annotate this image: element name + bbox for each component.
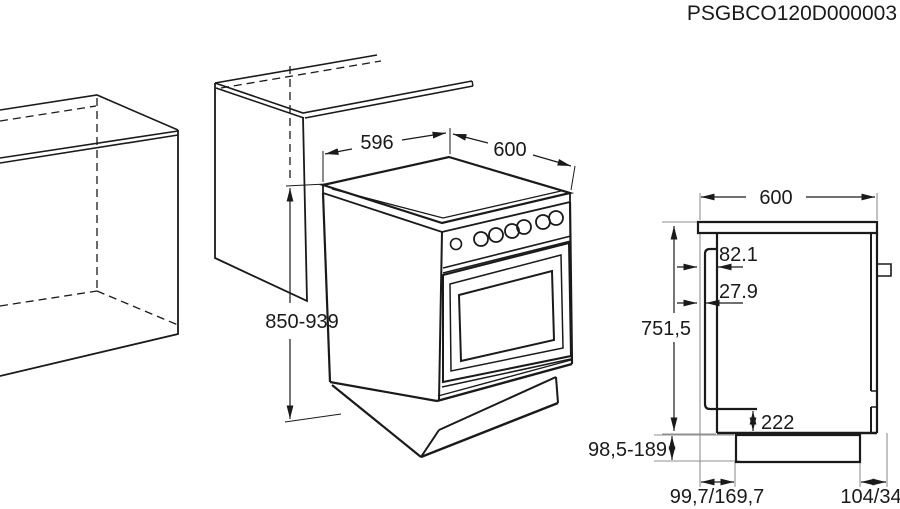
side-plinth bbox=[734, 433, 862, 464]
control-knob bbox=[473, 231, 489, 247]
oven-door bbox=[442, 241, 573, 384]
dim-body-height: 751,5 bbox=[641, 226, 691, 431]
worktop-slab bbox=[696, 220, 879, 235]
dim-iso-top-depth: 600 bbox=[449, 128, 576, 191]
oven-door-window bbox=[457, 269, 556, 363]
dim-label-lower-zone: 222 bbox=[761, 412, 794, 434]
dim-label-height-range: 850-939 bbox=[265, 311, 338, 333]
control-knob bbox=[535, 214, 551, 230]
dim-plinth-height: 98,5-189 bbox=[588, 436, 676, 461]
body-bottom-front-inner bbox=[437, 359, 572, 397]
door-profile bbox=[703, 247, 757, 411]
dim-front-offset: 82.1 bbox=[677, 244, 758, 271]
body-bottom-left-edge bbox=[329, 380, 438, 403]
dim-plinth-rear-recess: 104/34 bbox=[840, 478, 900, 508]
dim-label-side-depth: 600 bbox=[759, 187, 792, 209]
drawer-top-edge bbox=[441, 358, 572, 388]
body-bottom-front-edge bbox=[436, 362, 573, 403]
connection-tab bbox=[877, 263, 892, 277]
body-left-edge bbox=[321, 192, 332, 383]
dim-iso-height: 850-939 bbox=[265, 183, 342, 423]
body-right-edge bbox=[568, 201, 574, 365]
control-panel bbox=[442, 210, 572, 274]
dim-label-top-depth: 600 bbox=[493, 139, 526, 161]
dim-lower-zone: 222 bbox=[749, 411, 794, 434]
cooktop bbox=[318, 155, 575, 233]
plinth-base bbox=[331, 376, 559, 459]
base-cabinet-left bbox=[0, 94, 179, 377]
dim-label-plinth-front-recess: 99,7/169,7 bbox=[670, 486, 765, 508]
dim-door-offset: 27.9 bbox=[677, 281, 758, 307]
product-code: PSGBCO120D000003 bbox=[687, 2, 897, 25]
cooker-isometric bbox=[318, 155, 575, 459]
dim-label-plinth-height: 98,5-189 bbox=[588, 439, 667, 461]
base-cabinet-adjacent bbox=[214, 54, 474, 303]
dim-label-body-height: 751,5 bbox=[641, 318, 691, 340]
body-front-left-edge bbox=[438, 231, 443, 402]
dim-label-plinth-rear-recess: 104/34 bbox=[840, 486, 900, 508]
control-knob bbox=[548, 210, 564, 226]
control-knob bbox=[449, 237, 463, 251]
dim-label-top-width: 596 bbox=[360, 132, 393, 154]
dim-label-front-offset: 82.1 bbox=[719, 244, 758, 266]
control-knob bbox=[488, 227, 504, 243]
dim-iso-top-width: 596 bbox=[322, 131, 447, 182]
dim-plinth-front-recess: 99,7/169,7 bbox=[670, 478, 765, 508]
rear-panel bbox=[870, 233, 892, 433]
dim-label-door-offset: 27.9 bbox=[719, 281, 758, 303]
control-knob bbox=[516, 219, 532, 235]
side-section-view bbox=[654, 193, 892, 487]
dim-side-depth: 600 bbox=[701, 187, 875, 209]
